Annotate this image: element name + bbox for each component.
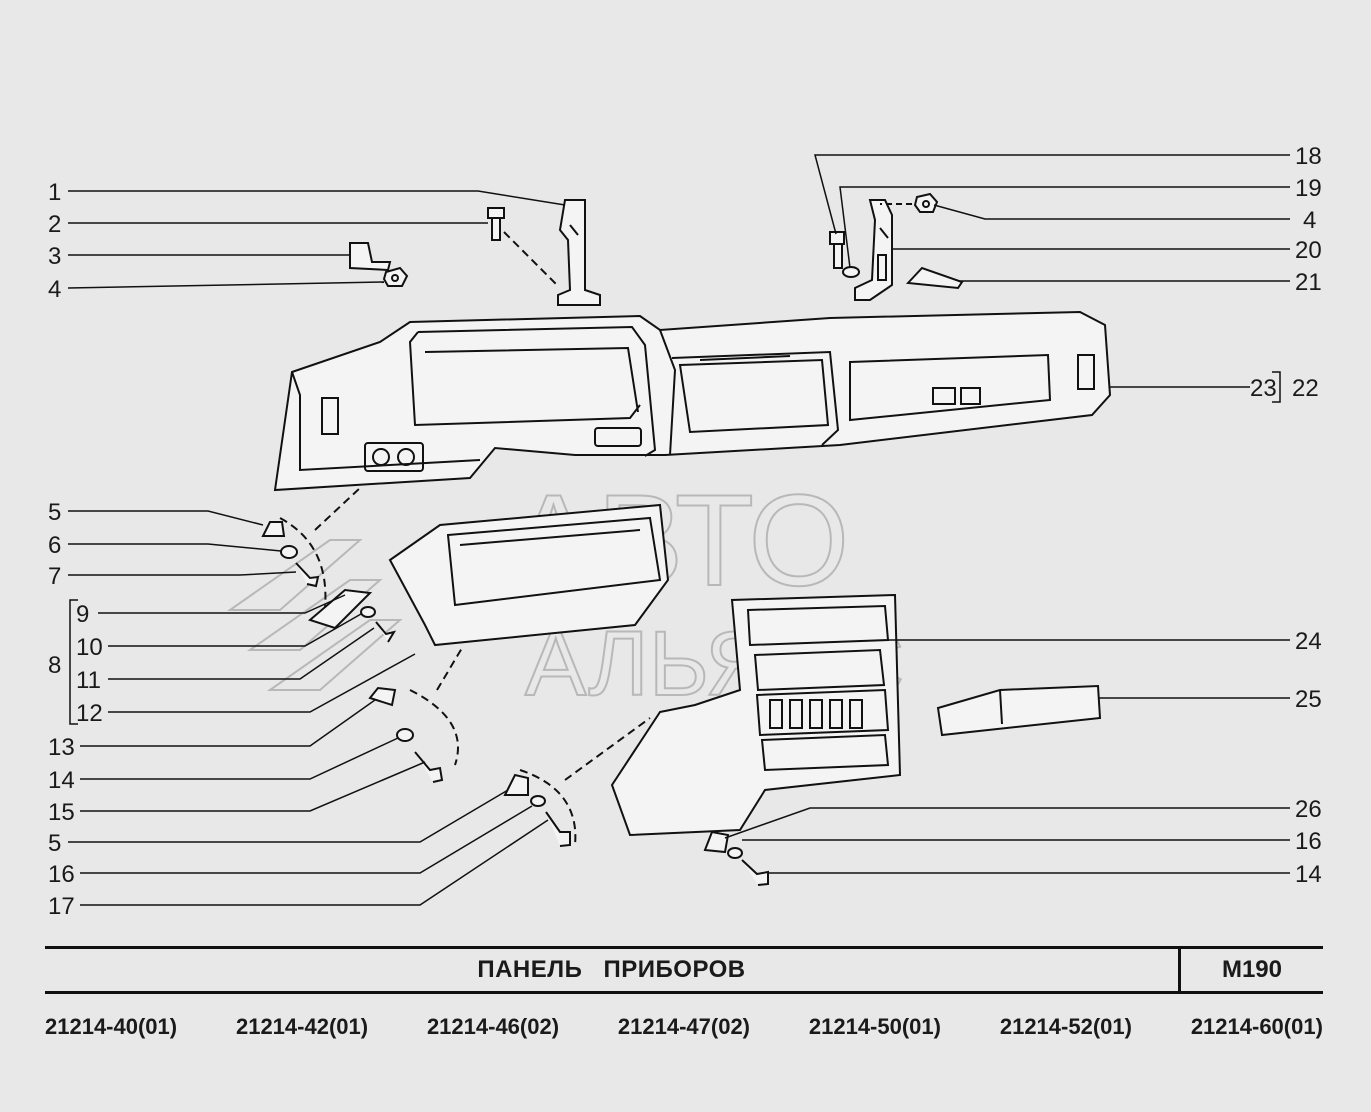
callout-14-left: 14 xyxy=(48,767,75,794)
nut-4-right xyxy=(913,192,939,213)
washer-6 xyxy=(280,545,298,559)
arrow-dashed-bolt-2 xyxy=(503,231,558,286)
callout-18: 18 xyxy=(1295,143,1322,170)
model-item: 21214-50(01) xyxy=(808,1014,941,1039)
callout-20: 20 xyxy=(1295,237,1322,264)
model-item: 21214-46(02) xyxy=(426,1014,560,1039)
leader-lines xyxy=(67,154,1290,906)
center-console xyxy=(610,593,902,837)
screw-7 xyxy=(295,562,320,588)
model-item: 21214-40(01) xyxy=(45,1014,178,1039)
callout-19: 19 xyxy=(1295,175,1322,202)
arc-dashed-lower xyxy=(409,689,459,766)
screw-14-right xyxy=(741,859,769,886)
bracket-9 xyxy=(307,588,373,630)
callout-26: 26 xyxy=(1295,796,1322,823)
callout-4-left: 4 xyxy=(48,276,61,303)
callout-23: 23 xyxy=(1250,375,1277,402)
washer-16-right xyxy=(727,847,743,859)
screw-11 xyxy=(375,621,397,643)
callout-10: 10 xyxy=(76,634,103,661)
callout-16-right: 16 xyxy=(1295,828,1322,855)
callout-8: 8 xyxy=(48,652,61,679)
ashtray-25 xyxy=(936,684,1102,737)
clip-13 xyxy=(368,686,397,707)
model-item: 21214-60(01) xyxy=(1190,1014,1323,1039)
bolt-2 xyxy=(487,207,505,241)
model-item: 21214-42(01) xyxy=(235,1014,369,1039)
callout-6: 6 xyxy=(48,532,61,559)
clip-21 xyxy=(905,266,964,290)
callout-5-lower: 5 xyxy=(48,830,61,857)
arc-dashed-upper xyxy=(279,517,327,609)
washer-14-left xyxy=(396,728,414,742)
glovebox-panel xyxy=(388,503,670,647)
clip-26 xyxy=(703,830,730,854)
callout-13: 13 xyxy=(48,734,75,761)
diagram-code: М190 xyxy=(1221,956,1283,983)
callout-5-upper: 5 xyxy=(48,499,61,526)
callout-14-right: 14 xyxy=(1295,861,1322,888)
washer-10 xyxy=(360,606,376,618)
callout-16-left: 16 xyxy=(48,861,75,888)
callout-24: 24 xyxy=(1295,628,1322,655)
callout-2: 2 xyxy=(48,211,61,238)
callout-17: 17 xyxy=(48,893,75,920)
washer-16-left xyxy=(530,795,546,807)
callout-15: 15 xyxy=(48,799,75,826)
callout-4-right: 4 xyxy=(1303,207,1316,234)
screw-15 xyxy=(414,751,444,783)
callout-1: 1 xyxy=(48,179,61,206)
model-item: 21214-52(01) xyxy=(999,1014,1132,1039)
screw-17 xyxy=(545,811,571,847)
callout-7: 7 xyxy=(48,563,61,590)
dashboard-panel xyxy=(273,310,1112,492)
callout-11: 11 xyxy=(76,667,101,694)
clip-3 xyxy=(349,242,392,272)
callout-12: 12 xyxy=(76,700,103,727)
model-list: 21214-40(01) 21214-42(01) 21214-46(02) 2… xyxy=(45,1014,1323,1040)
callouts: 1 2 3 4 5 6 7 8 9 10 11 12 13 14 15 5 16… xyxy=(48,143,1322,920)
title-divider xyxy=(1178,949,1181,991)
callout-9: 9 xyxy=(76,601,89,628)
diagram-title: ПАНЕЛЬ ПРИБОРОВ xyxy=(477,956,746,983)
bracket-20 xyxy=(854,199,893,301)
callout-3: 3 xyxy=(48,243,61,270)
arrow-dashed-lower xyxy=(436,647,463,691)
bracket-1 xyxy=(557,199,601,306)
bolt-18 xyxy=(829,231,845,269)
title-bar: ПАНЕЛЬ ПРИБОРОВ М190 xyxy=(45,946,1323,994)
clip-5-upper xyxy=(261,521,286,537)
nut-4-left xyxy=(382,266,409,287)
callout-22: 22 xyxy=(1292,375,1319,402)
arrow-dashed-glovebox xyxy=(314,487,361,531)
callout-21: 21 xyxy=(1295,269,1322,296)
arrow-dashed-console xyxy=(564,717,651,781)
washer-19 xyxy=(842,266,860,278)
clip-5-lower xyxy=(503,773,529,796)
arc-dashed-bottom xyxy=(519,769,577,846)
callout-25: 25 xyxy=(1295,686,1322,713)
model-item: 21214-47(02) xyxy=(617,1014,751,1039)
